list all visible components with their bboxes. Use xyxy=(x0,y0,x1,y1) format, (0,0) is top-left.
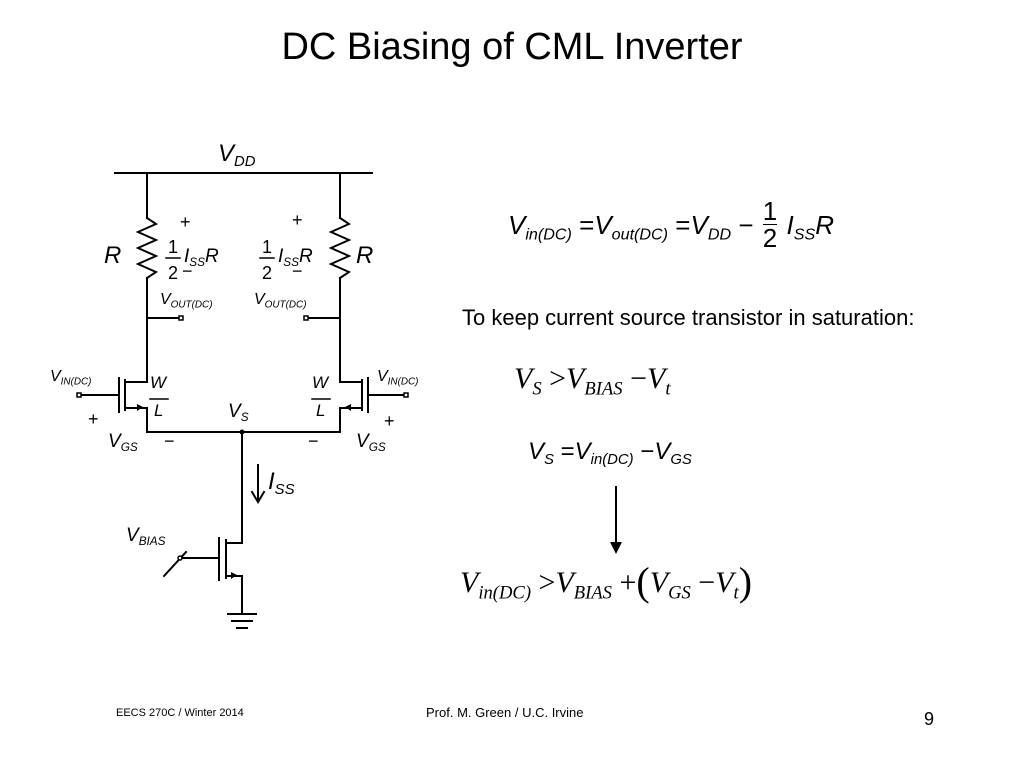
left-resistor xyxy=(135,216,159,280)
right-half-den: 2 xyxy=(262,263,273,283)
equation-vin-dc: Vin(DC) =Vout(DC) =VDD − 1 2 ISSR xyxy=(508,196,834,253)
left-vgs-plus: + xyxy=(88,409,99,429)
vs-label: VS xyxy=(228,401,249,425)
left-vout-label: VOUT(DC) xyxy=(160,291,213,311)
left-input-terminal xyxy=(76,392,82,398)
right-input-terminal xyxy=(403,392,409,398)
right-r-label: R xyxy=(356,242,374,269)
right-resistor xyxy=(328,216,352,280)
equation-vs-vgs: VS =Vin(DC) −VGS xyxy=(528,438,692,469)
left-output-terminal xyxy=(178,315,184,321)
right-vgs-label: VGS xyxy=(356,431,386,455)
footer-course: EECS 270C / Winter 2014 xyxy=(116,707,244,719)
left-vgs-label: VGS xyxy=(108,431,138,455)
right-iss-r: ISSR xyxy=(278,246,313,270)
right-vout-label: VOUT(DC) xyxy=(254,291,307,311)
right-w: W xyxy=(312,373,329,392)
equation-vs-bias: VS >VBIAS −Vt xyxy=(514,362,671,400)
left-w: W xyxy=(150,373,167,392)
left-vin-label: VIN(DC) xyxy=(50,368,92,388)
left-l: L xyxy=(154,401,164,420)
left-vgs-minus: − xyxy=(164,431,175,451)
saturation-statement: To keep current source transistor in sat… xyxy=(462,305,915,330)
implies-arrow xyxy=(610,486,622,554)
right-output-terminal xyxy=(303,315,309,321)
page-number: 9 xyxy=(924,709,935,729)
right-l: L xyxy=(316,401,326,420)
left-iss-r: ISSR xyxy=(184,246,219,270)
right-plus: + xyxy=(292,210,303,230)
right-vgs-plus: + xyxy=(384,411,395,431)
right-vin-label: VIN(DC) xyxy=(377,368,419,388)
left-minus: − xyxy=(182,261,193,281)
right-minus: − xyxy=(292,261,303,281)
footer-author: Prof. M. Green / U.C. Irvine xyxy=(426,705,584,720)
left-half-den: 2 xyxy=(168,263,179,283)
left-r-label: R xyxy=(104,242,122,269)
vbias-label: VBIAS xyxy=(126,525,166,549)
vdd-label: VDD xyxy=(218,140,256,171)
left-half-num: 1 xyxy=(168,237,179,257)
equation-saturation-condition: Vin(DC) >VBIAS +(VGS −Vt) xyxy=(460,559,753,604)
slide-title: DC Biasing of CML Inverter xyxy=(281,26,743,68)
iss-current-label: ISS xyxy=(268,468,295,499)
right-vgs-minus: − xyxy=(308,431,319,451)
right-half-num: 1 xyxy=(262,237,273,257)
left-plus: + xyxy=(180,212,191,232)
